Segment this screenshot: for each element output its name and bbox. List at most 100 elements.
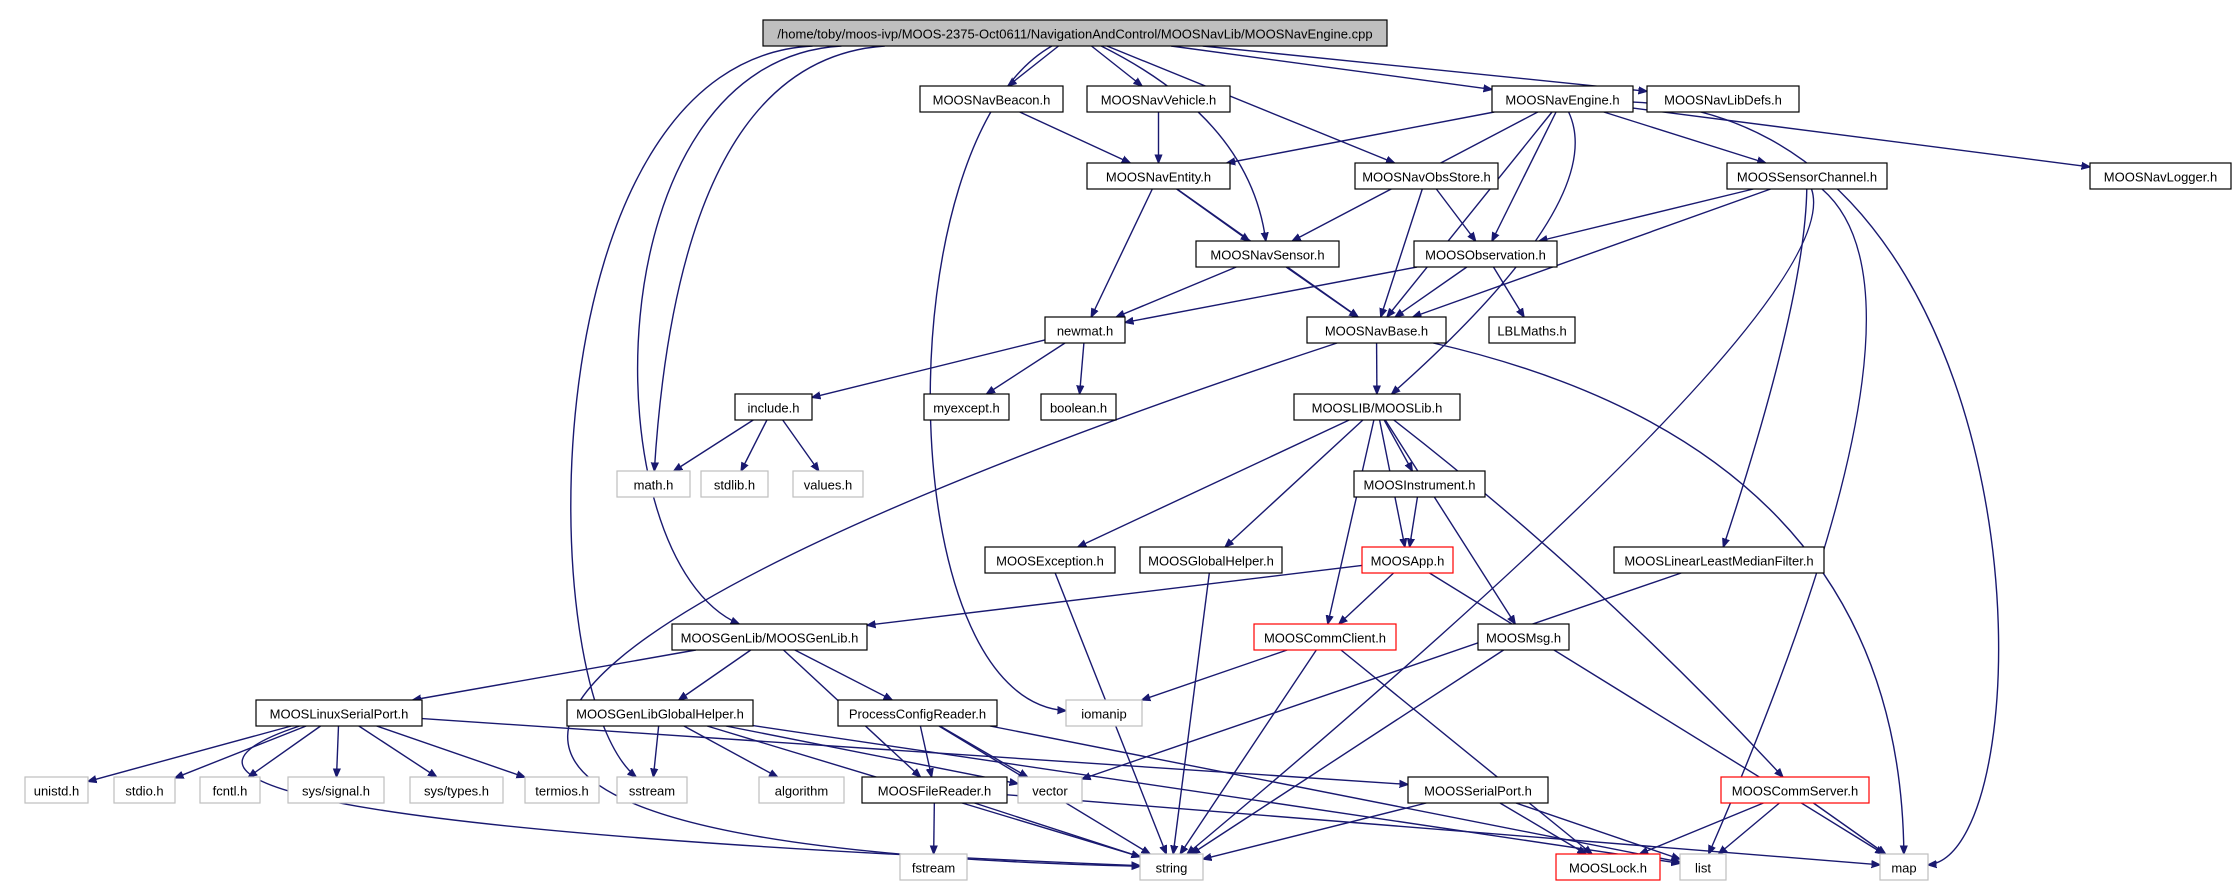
node-box [1354, 162, 1499, 190]
edge-line [1603, 111, 1766, 163]
node-box [1139, 853, 1204, 881]
edge-line [1116, 266, 1237, 318]
edge-line [1381, 188, 1423, 317]
node-systypes[interactable]: sys/types.h [409, 776, 504, 804]
node-fcntl[interactable]: fcntl.h [199, 776, 261, 804]
node-mooslib[interactable]: MOOSLIB/MOOSLib.h [1293, 393, 1461, 421]
node-myexcept[interactable]: myexcept.h [923, 393, 1010, 421]
node-box [899, 853, 968, 881]
node-navsensor[interactable]: MOOSNavSensor.h [1195, 240, 1340, 268]
node-boolean[interactable]: boolean.h [1040, 393, 1117, 421]
node-exception[interactable]: MOOSException.h [984, 546, 1116, 574]
node-newmat[interactable]: newmat.h [1044, 316, 1126, 344]
node-navvehicle[interactable]: MOOSNavVehicle.h [1086, 85, 1231, 113]
edge-line [1719, 802, 1780, 854]
node-lock[interactable]: MOOSLock.h [1555, 853, 1661, 881]
node-box [1253, 623, 1397, 651]
node-box [524, 776, 600, 804]
node-syssignal[interactable]: sys/signal.h [287, 776, 385, 804]
node-termios[interactable]: termios.h [524, 776, 600, 804]
edge-linuxserial-to-systypes [358, 725, 437, 777]
edge-root-to-navlibdefs [1202, 45, 1647, 91]
edge-line [1008, 45, 1059, 86]
node-navbase[interactable]: MOOSNavBase.h [1306, 316, 1447, 344]
node-sstream[interactable]: sstream [616, 776, 688, 804]
node-box [734, 393, 813, 421]
node-stdlib[interactable]: stdlib.h [700, 470, 769, 498]
node-box [1065, 699, 1143, 727]
node-genlib[interactable]: MOOSGenLib/MOOSGenLib.h [671, 623, 868, 651]
node-root[interactable]: /home/toby/moos-ivp/MOOS-2375-Oct0611/Na… [762, 19, 1388, 47]
node-processconfig[interactable]: ProcessConfigReader.h [837, 699, 998, 727]
edge-line [358, 725, 437, 777]
node-label: MOOSFileReader.h [878, 784, 991, 799]
node-globalhelper[interactable]: MOOSGlobalHelper.h [1139, 546, 1283, 574]
edge-line [1091, 188, 1153, 317]
node-navobsstore[interactable]: MOOSNavObsStore.h [1354, 162, 1499, 190]
node-label: iomanip [1081, 707, 1127, 722]
node-iomanip[interactable]: iomanip [1065, 699, 1143, 727]
node-commserver[interactable]: MOOSCommServer.h [1720, 776, 1870, 804]
edge-line [1492, 111, 1557, 241]
node-label: sys/signal.h [302, 784, 370, 799]
edge-mooslib-to-instrument [1383, 419, 1412, 471]
node-label: ProcessConfigReader.h [849, 707, 986, 722]
node-observation[interactable]: MOOSObservation.h [1413, 240, 1558, 268]
node-label: stdio.h [125, 784, 163, 799]
node-navlogger[interactable]: MOOSNavLogger.h [2089, 162, 2232, 190]
node-commclient[interactable]: MOOSCommClient.h [1253, 623, 1397, 651]
node-label: newmat.h [1057, 324, 1113, 339]
node-label: MOOSMsg.h [1486, 631, 1561, 646]
node-algorithm[interactable]: algorithm [758, 776, 845, 804]
node-box [1477, 623, 1570, 651]
node-box [758, 776, 845, 804]
node-label: MOOSNavObsStore.h [1362, 170, 1491, 185]
node-unistd[interactable]: unistd.h [24, 776, 89, 804]
edge-line [674, 419, 754, 471]
node-box [616, 776, 688, 804]
edge-line [654, 45, 885, 471]
edge-commclient-to-iomanip [1142, 649, 1288, 700]
node-filereader[interactable]: MOOSFileReader.h [861, 776, 1008, 804]
edge-mooslib-to-commserver [1393, 419, 1783, 777]
node-box [984, 546, 1116, 574]
node-instrument[interactable]: MOOSInstrument.h [1353, 470, 1486, 498]
node-app[interactable]: MOOSApp.h [1361, 546, 1454, 574]
edge-line [1515, 802, 1680, 859]
node-string[interactable]: string [1139, 853, 1204, 881]
edge-mooslib-to-commclient [1328, 419, 1375, 624]
node-navlibdefs[interactable]: MOOSNavLibDefs.h [1646, 85, 1800, 113]
node-values[interactable]: values.h [792, 470, 864, 498]
edge-commclient-to-lock [1340, 649, 1592, 854]
node-genlibglobal[interactable]: MOOSGenLibGlobalHelper.h [566, 699, 754, 727]
node-navengine[interactable]: MOOSNavEngine.h [1491, 85, 1634, 113]
node-msg[interactable]: MOOSMsg.h [1477, 623, 1570, 651]
node-sensorchannel[interactable]: MOOSSensorChannel.h [1726, 162, 1888, 190]
node-list[interactable]: list [1679, 853, 1727, 881]
edge-genlibglobal-to-sstream [653, 725, 660, 777]
node-include[interactable]: include.h [734, 393, 813, 421]
edge-line [1187, 188, 1815, 854]
node-naventity[interactable]: MOOSNavEntity.h [1086, 162, 1231, 190]
node-vector[interactable]: vector [1017, 776, 1083, 804]
node-map[interactable]: map [1879, 853, 1929, 881]
edge-line [1339, 572, 1395, 624]
edge-observation-to-lblmaths [1492, 266, 1524, 317]
node-math[interactable]: math.h [616, 470, 691, 498]
node-linuxserial[interactable]: MOOSLinuxSerialPort.h [255, 699, 423, 727]
node-linearfilter[interactable]: MOOSLinearLeastMedianFilter.h [1613, 546, 1825, 574]
node-navbeacon[interactable]: MOOSNavBeacon.h [919, 85, 1064, 113]
node-lblmaths[interactable]: LBLMaths.h [1488, 316, 1576, 344]
node-label: MOOSSerialPort.h [1424, 784, 1532, 799]
node-stdio[interactable]: stdio.h [113, 776, 176, 804]
edge-navengine-to-observation [1492, 111, 1557, 241]
edge-line [1080, 342, 1084, 394]
node-serialport[interactable]: MOOSSerialPort.h [1407, 776, 1549, 804]
edge-serialport-to-lock [1499, 802, 1586, 854]
node-label: fstream [912, 861, 955, 876]
edge-navbeacon-to-naventity [1019, 111, 1131, 163]
node-fstream[interactable]: fstream [899, 853, 968, 881]
node-box [1491, 85, 1634, 113]
edge-sensorchannel-to-navbase [1413, 188, 1771, 317]
